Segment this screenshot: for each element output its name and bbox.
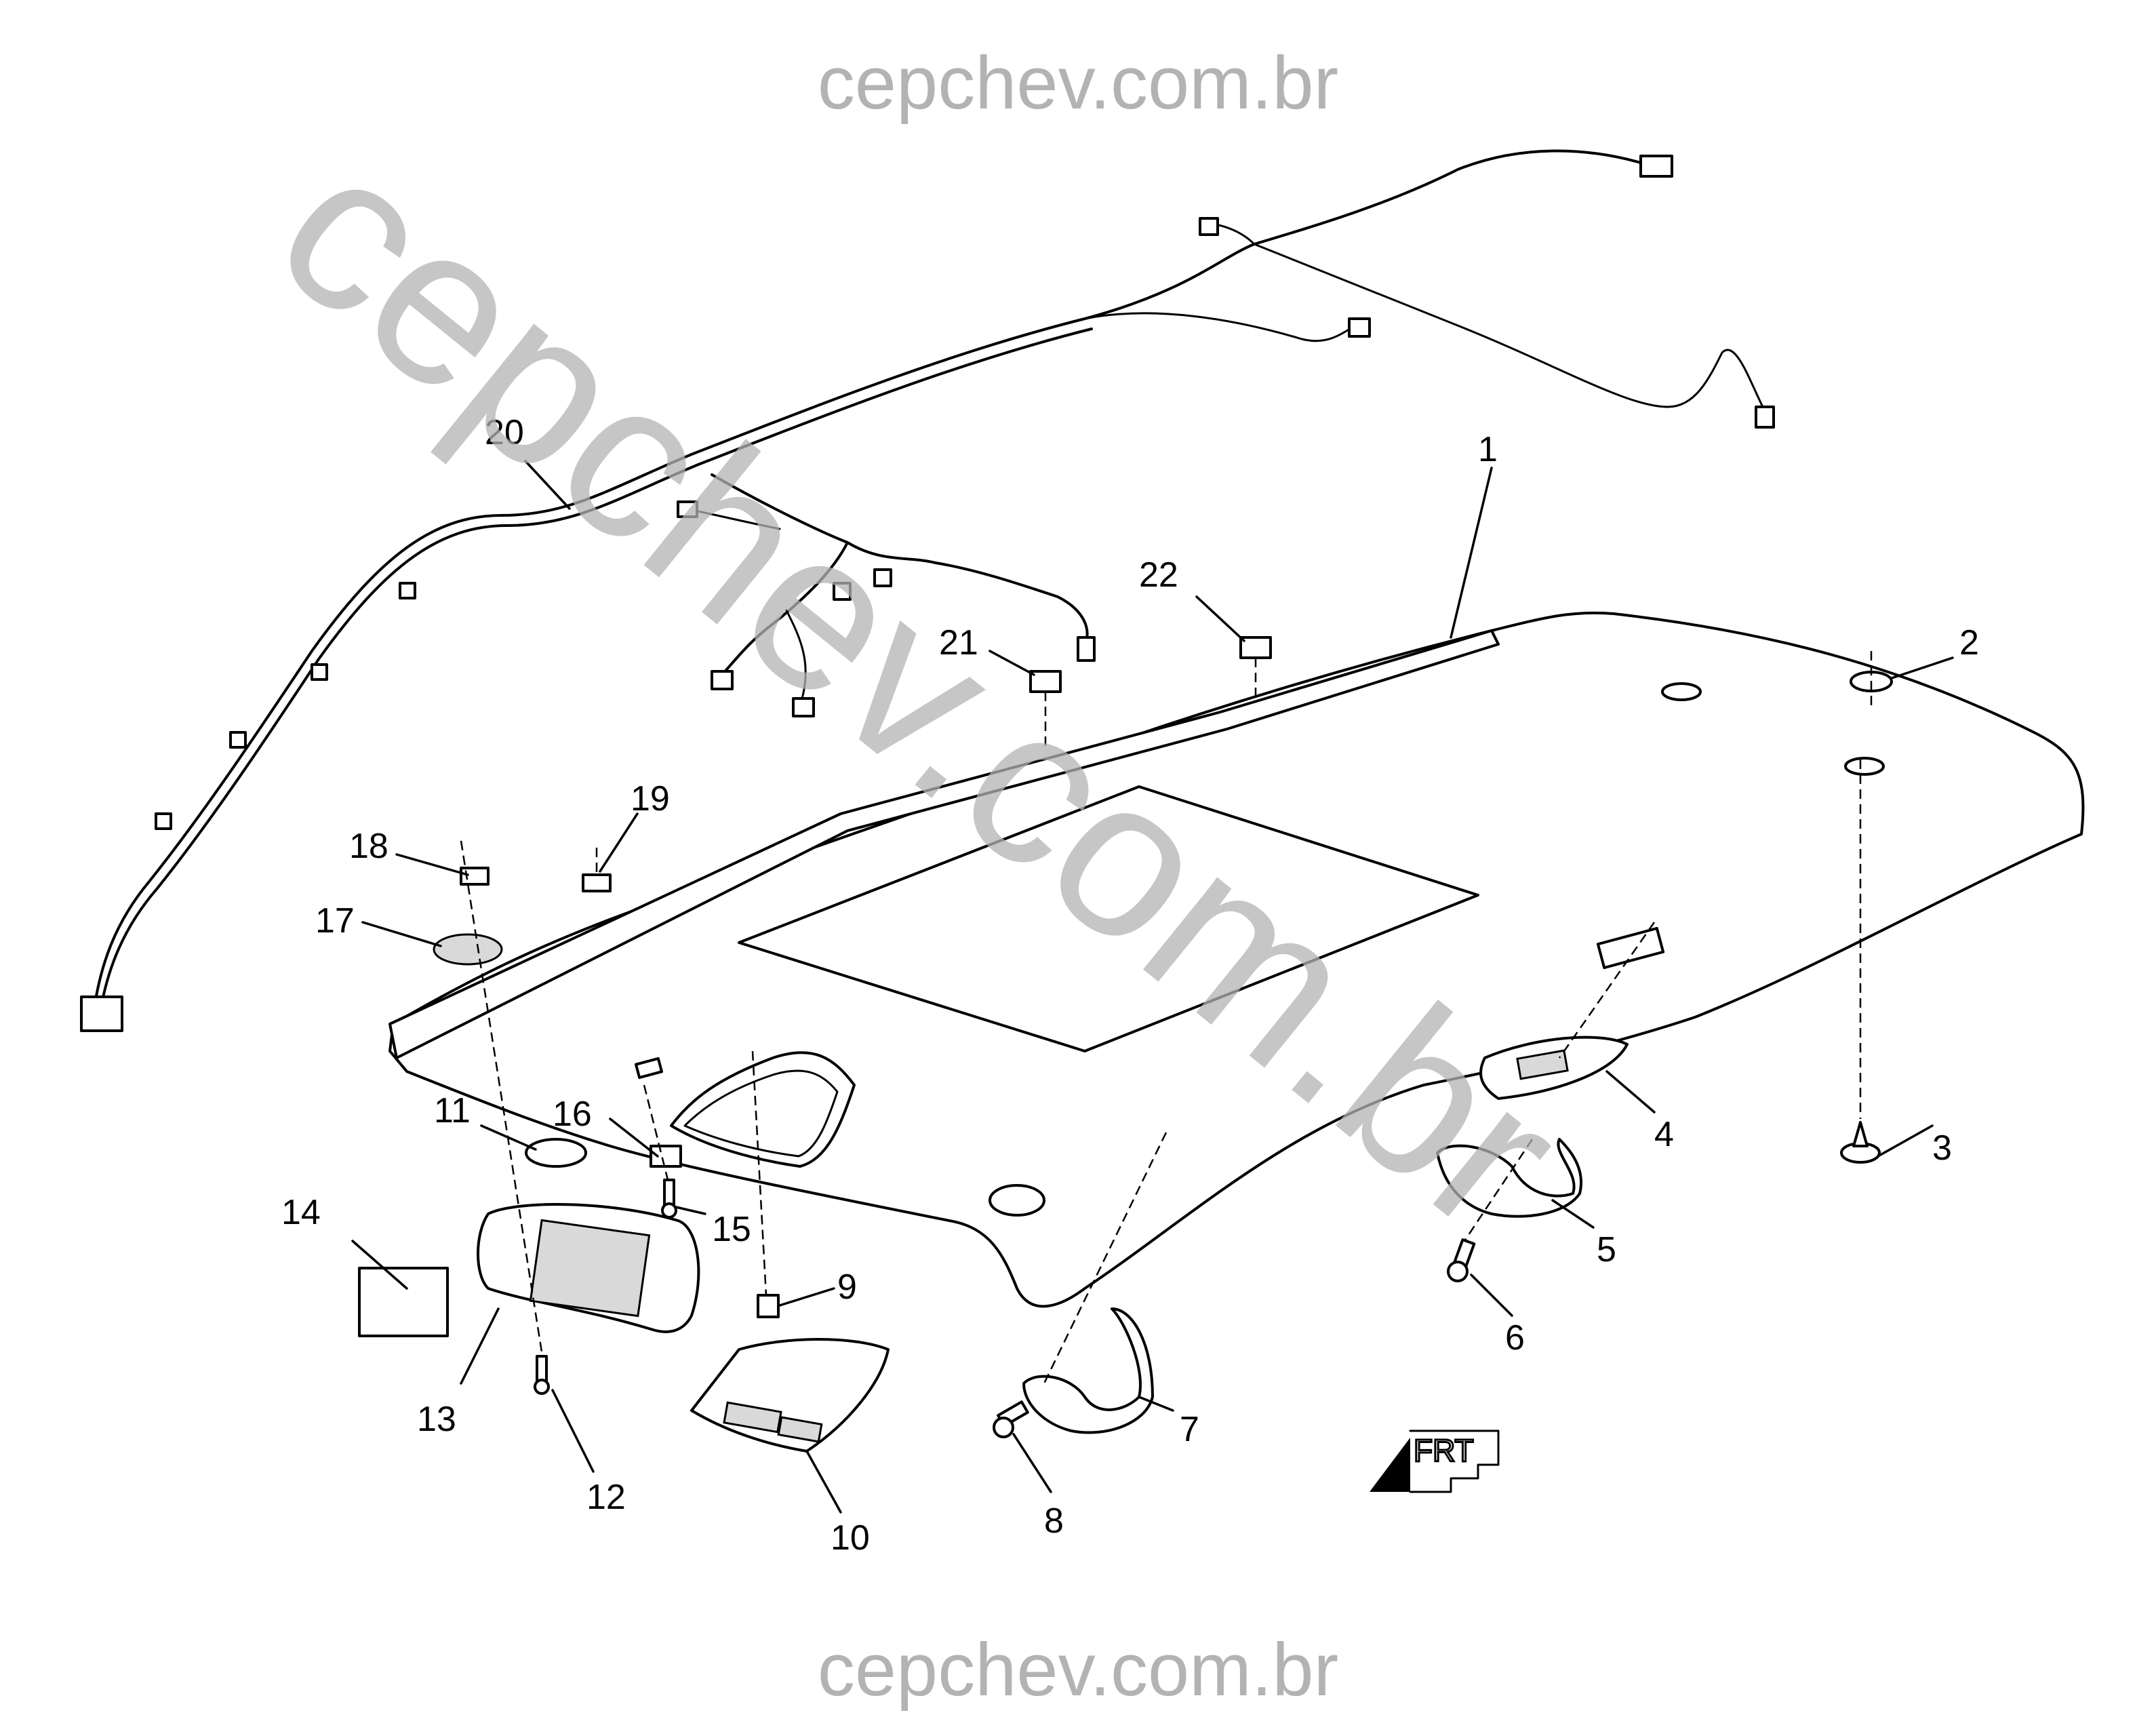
assembly-lines [460, 651, 1873, 1384]
harness-connector-icon [80, 995, 123, 1032]
screw-icon [534, 1355, 550, 1395]
callout-10: 10 [831, 1518, 870, 1558]
clip-icon [650, 1145, 682, 1168]
callout-13: 13 [417, 1400, 456, 1439]
callout-1: 1 [1478, 430, 1498, 469]
connector-icon [1348, 317, 1371, 338]
bezel-icon [433, 933, 503, 966]
sun-visor-icon [477, 1203, 700, 1333]
screw-icon [661, 1179, 677, 1219]
leader-lines [351, 460, 1954, 1514]
callout-4: 4 [1654, 1115, 1674, 1154]
callout-20: 20 [485, 413, 524, 452]
callout-12: 12 [586, 1478, 626, 1517]
callout-14: 14 [281, 1193, 321, 1232]
callout-15: 15 [712, 1210, 751, 1249]
bolt-icon [1447, 1238, 1476, 1282]
front-direction-indicator: FRT [1370, 1429, 1500, 1493]
bolt-icon [993, 1400, 1029, 1438]
callout-5: 5 [1597, 1230, 1616, 1269]
callout-22: 22 [1139, 555, 1178, 595]
overhead-console-icon [690, 1338, 890, 1453]
callout-9: 9 [837, 1267, 857, 1307]
callout-2: 2 [1959, 623, 1979, 663]
connector-icon [1199, 217, 1219, 236]
clip-icon [757, 1294, 780, 1318]
callout-6: 6 [1505, 1318, 1525, 1358]
cover-icon [525, 1138, 587, 1168]
callout-21: 21 [939, 623, 978, 663]
callout-16: 16 [553, 1094, 592, 1134]
front-arrow-icon [1370, 1438, 1410, 1492]
callout-labels: 1 2 3 4 5 6 7 8 9 10 11 12 13 14 15 16 1… [281, 413, 1979, 1558]
callout-7: 7 [1180, 1410, 1199, 1449]
assist-handle-icon [1436, 1138, 1582, 1218]
callout-18: 18 [349, 827, 388, 866]
callout-3: 3 [1932, 1128, 1952, 1168]
watermark-top: cepchev.com.br [818, 41, 1338, 125]
watermark-bottom: cepchev.com.br [818, 1628, 1338, 1712]
callout-11: 11 [434, 1091, 471, 1130]
frt-label: FRT [1414, 1433, 1474, 1468]
push-pin-retainer-icon [1840, 1121, 1881, 1164]
wiring-harness [80, 149, 1775, 1032]
clip-icon [582, 873, 612, 892]
connector-icon [1755, 406, 1775, 429]
callout-17: 17 [315, 901, 355, 941]
callout-8: 8 [1044, 1501, 1064, 1541]
clip-icon [1029, 670, 1062, 693]
assist-handle-icon [1022, 1307, 1154, 1434]
headliner [388, 611, 2085, 1308]
label-icon [358, 1267, 449, 1337]
callout-19: 19 [631, 779, 670, 818]
connector-icon [1639, 155, 1673, 178]
